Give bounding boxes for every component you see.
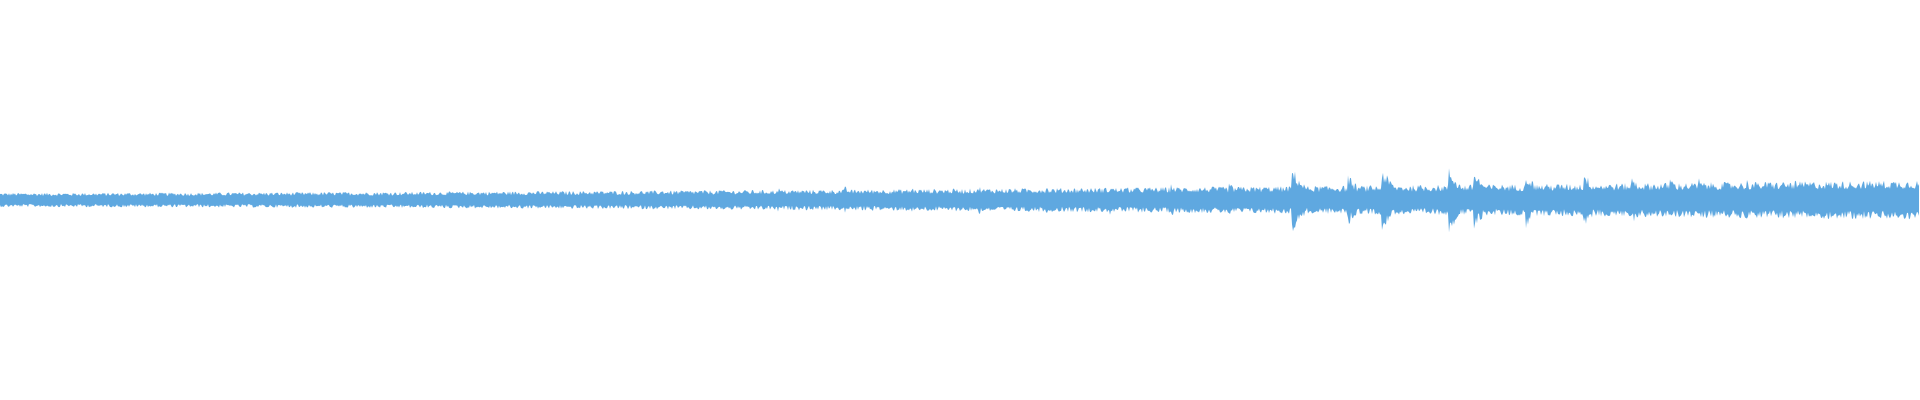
waveform-path xyxy=(0,168,1919,233)
